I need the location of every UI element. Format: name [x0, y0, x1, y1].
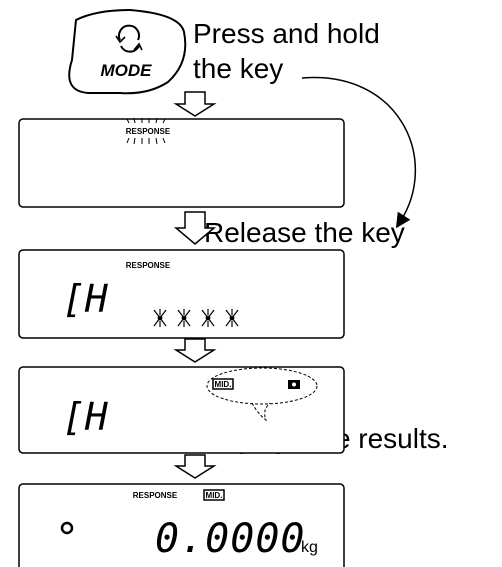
display-panel-checking: RESPONSE [H [18, 249, 345, 339]
sparkle-icon [153, 309, 167, 327]
callout-bubble [206, 367, 318, 405]
down-arrow-2 [173, 211, 217, 245]
press-hold-text: Press and hold [193, 18, 380, 49]
curved-arrow [301, 76, 416, 229]
display-panel-blinking: RESPONSE [18, 117, 345, 208]
down-arrow-4 [173, 454, 217, 479]
ch-code: [H [62, 277, 109, 321]
blink-rays [126, 117, 166, 145]
sparkle-icon [225, 309, 239, 327]
mode-key[interactable]: MODE [68, 8, 187, 95]
weight-unit: kg [301, 539, 318, 556]
ch-code: [H [62, 395, 109, 439]
sparkle-icon [201, 309, 215, 327]
mid-indicator: MID. [206, 491, 223, 500]
callout-tail [251, 402, 271, 422]
cycle-arrows-icon [115, 24, 143, 53]
display-panel-weighing: RESPONSE MID. 0.0000 kg [18, 483, 345, 567]
weight-value: 0.0000 [155, 516, 306, 562]
sparkle-icons [153, 309, 239, 327]
display-panel-result: [H MID. [18, 366, 345, 454]
the-key-text: the key [193, 53, 283, 84]
down-arrow-1 [173, 91, 217, 117]
stable-circle-icon [60, 521, 74, 535]
response-indicator: RESPONSE [133, 491, 178, 500]
response-indicator: RESPONSE [126, 261, 171, 270]
sparkle-icon [177, 309, 191, 327]
response-indicator: RESPONSE [126, 127, 171, 136]
mode-key-label: MODE [101, 61, 153, 80]
mid-indicator: MID. [215, 380, 232, 389]
down-arrow-3 [173, 338, 217, 363]
release-key-text: Release the key [204, 217, 405, 248]
